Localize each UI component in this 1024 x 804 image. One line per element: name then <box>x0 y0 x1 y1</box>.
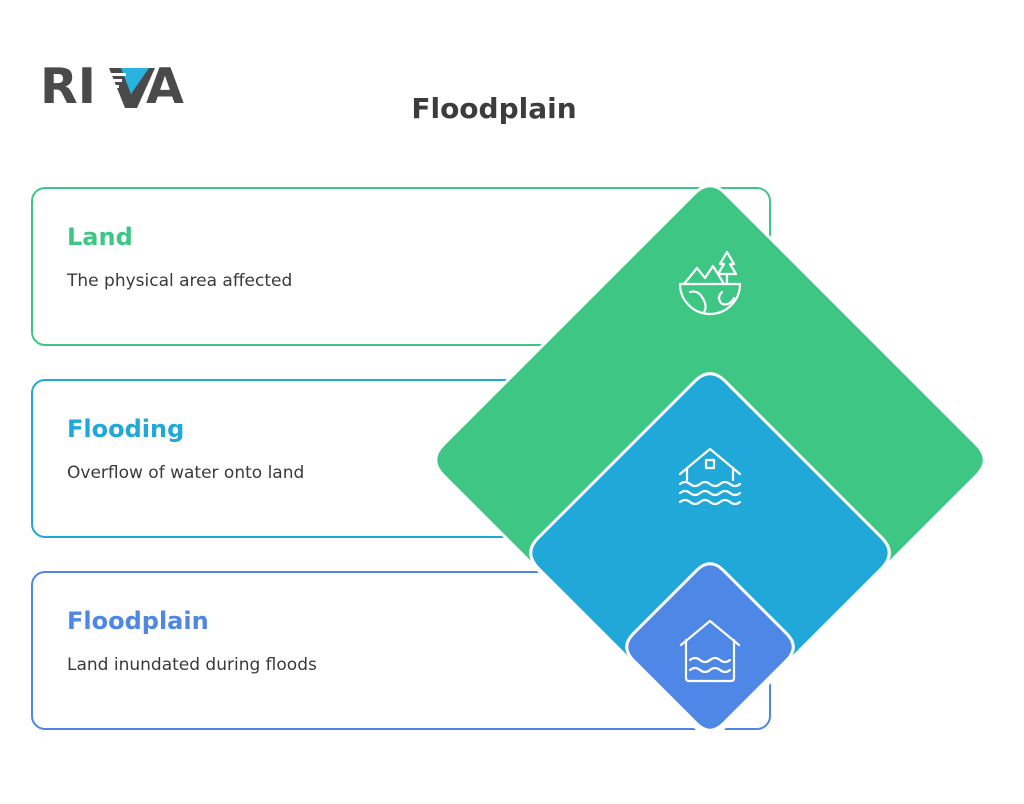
layer-description-floodplain: Land inundated during floods <box>67 655 317 675</box>
landscape-globe-icon <box>678 250 742 316</box>
logo-check-mark-icon <box>109 68 155 108</box>
logo-letters-left: RI <box>40 58 96 115</box>
flooded-house-icon <box>679 619 741 683</box>
flooding-diamond <box>529 372 891 734</box>
floodplain-diamond <box>625 562 795 732</box>
layer-description-land: The physical area affected <box>67 271 293 291</box>
layer-title-land: Land <box>67 223 133 251</box>
layer-title-flooding: Flooding <box>67 415 185 443</box>
layer-title-floodplain: Floodplain <box>67 607 209 635</box>
page-title: Floodplain <box>411 92 577 125</box>
layer-description-flooding: Overflow of water onto land <box>67 463 305 483</box>
house-flood-waves-icon <box>678 447 742 506</box>
